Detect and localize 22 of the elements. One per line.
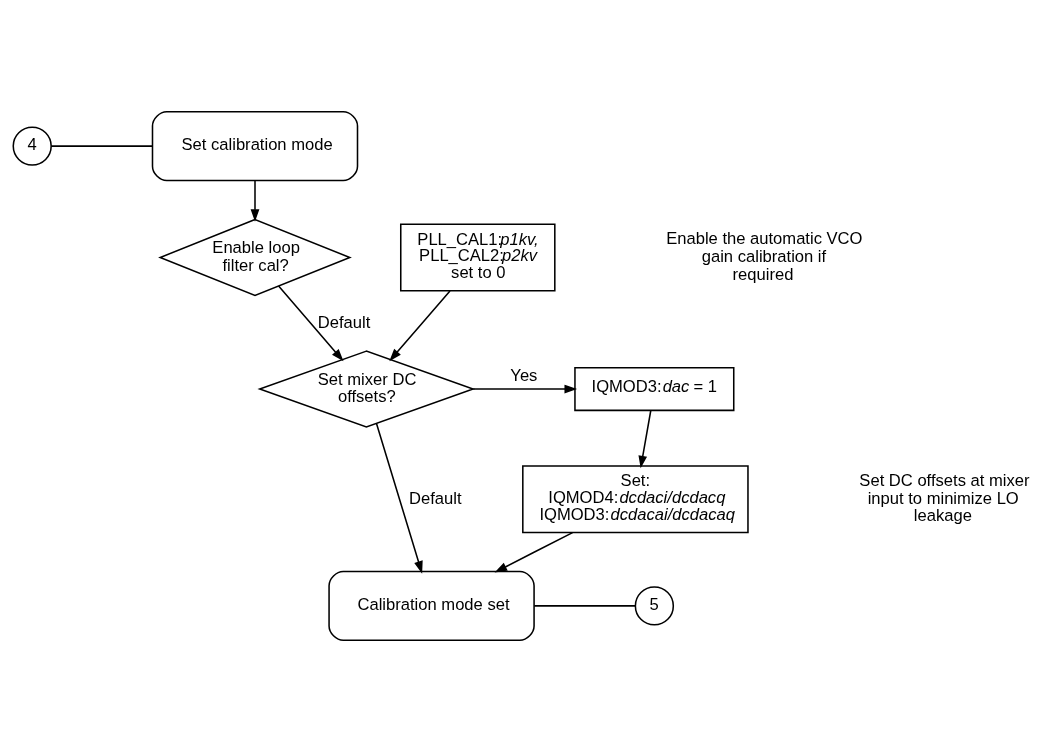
node-box: Set: IQMOD4:dcdaci/dcdacq IQMOD3:dcdacai/dcdacaq: [522, 464, 749, 533]
node-box: PLL_CAL1:p1kv, PLL_CAL2:p2kv set to 0: [400, 223, 556, 291]
node-box: Set calibration mode: [151, 110, 359, 181]
arrow: [638, 409, 652, 468]
connector: [50, 144, 154, 147]
connector: [533, 604, 636, 607]
node-diamond: Enable loop filter cal?: [158, 218, 352, 296]
arrow: [389, 289, 451, 361]
arrow: [250, 179, 260, 222]
arrow: [494, 531, 574, 572]
edge-label: Yes: [510, 365, 538, 385]
label: Set DC offsets at mixer input to minimize LO leakage: [859, 470, 1030, 525]
arrow: [277, 284, 344, 361]
arrow: [375, 422, 423, 574]
node-box: Calibration mode set: [328, 570, 535, 641]
node-circle: 5: [634, 585, 675, 626]
edge-label: Default: [409, 488, 462, 508]
node-circle: 4: [12, 125, 52, 166]
edge-label: Default: [317, 312, 371, 332]
node-box: IQMOD3:dac = 1: [574, 366, 735, 411]
arrow: [472, 384, 578, 393]
label: Enable the automatic VCO gain calibration if required: [666, 228, 863, 284]
